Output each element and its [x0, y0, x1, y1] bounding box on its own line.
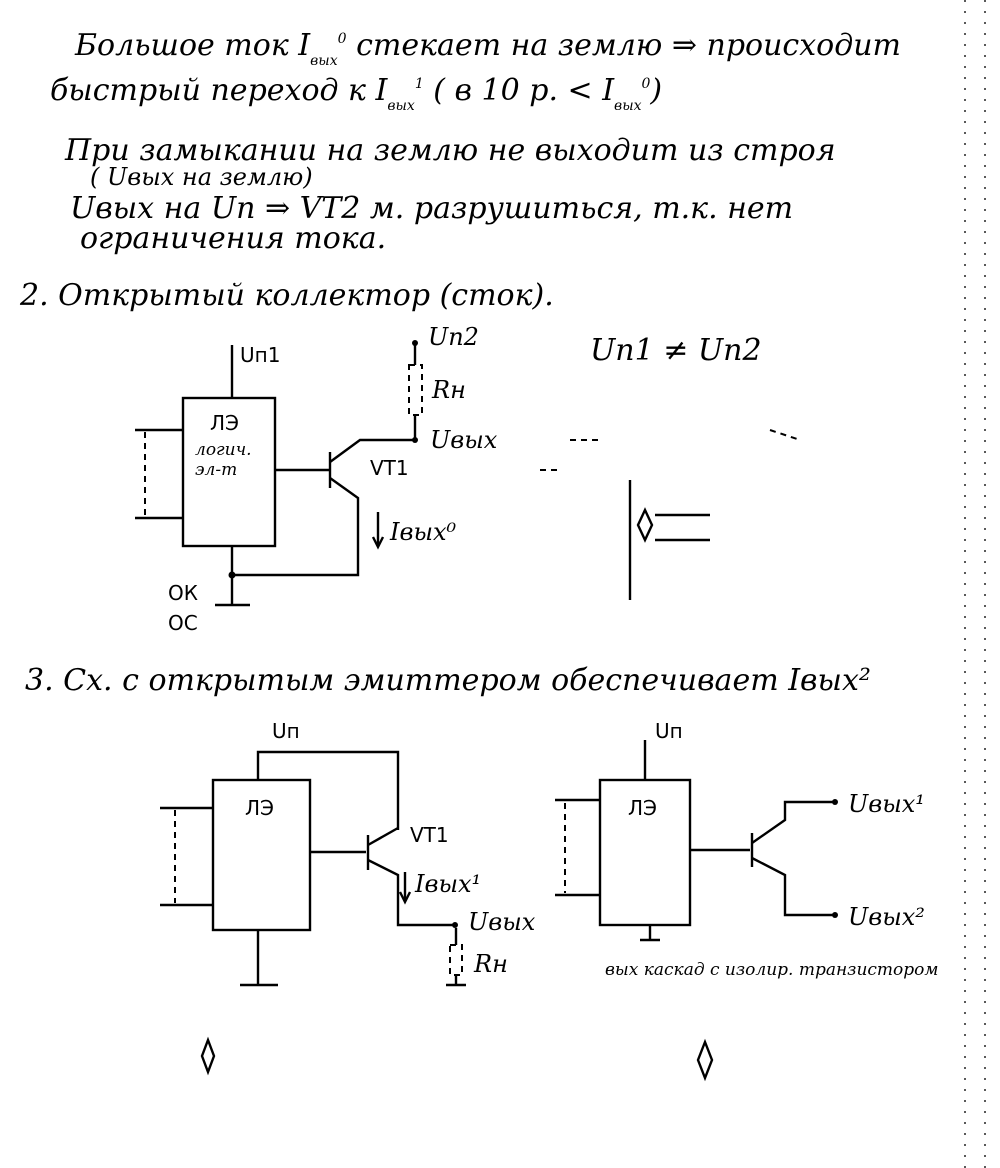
load-resistor — [449, 944, 463, 976]
supply-label: Uп — [655, 719, 683, 743]
transistor-label: VT1 — [370, 456, 409, 480]
note-line-4: ( Uвых на землю) — [90, 163, 313, 191]
output-1-label: Uвых¹ — [848, 790, 925, 818]
diamond-symbol — [696, 1038, 714, 1082]
section-2-heading: 2. Открытый коллектор (сток). — [19, 278, 554, 313]
faint-sketch — [540, 429, 801, 600]
current-label: Iвых¹ — [414, 870, 481, 898]
notebook-grid — [964, 0, 986, 1168]
note-line-1: Большое ток Iвых0 стекает на землю ⇒ про… — [74, 28, 901, 69]
note-line-2: быстрый переход к Iвых1 ( в 10 р. < Iвых… — [50, 73, 662, 114]
logic-element-sublabel: логич. — [195, 440, 252, 460]
load-resistor — [408, 364, 423, 416]
oc-label: ОС — [168, 611, 198, 635]
note-line-3: При замыкании на землю не выходит из стр… — [64, 133, 836, 168]
note-line-6: ограничения тока. — [80, 221, 386, 256]
transistor-label: VT1 — [410, 823, 449, 847]
diamond-symbol — [200, 1036, 216, 1076]
supply-label-1: Uп1 — [240, 343, 280, 367]
logic-element-label: ЛЭ — [245, 796, 274, 820]
logic-element-sublabel-2: эл-т — [195, 460, 237, 480]
isolated-output-circuit: Uп ЛЭ Uвых¹ Uвых² вых каскад с изолир. т… — [555, 719, 939, 1082]
supply-label-2: Uп2 — [428, 323, 479, 351]
supply-inequality: Uп1 ≠ Uп2 — [590, 333, 762, 368]
resistor-label: Rн — [473, 950, 508, 978]
open-collector-circuit: Uп1 ЛЭ логич. эл-т VT1 ОК ОС Uп2 Rн Uвых… — [135, 323, 498, 635]
logic-element-label: ЛЭ — [210, 411, 239, 435]
open-emitter-circuit: Uп ЛЭ VT1 Iвых¹ Uвых Rн — [160, 719, 536, 1076]
section-3-heading: 3. Сх. с открытым эмиттером обеспечивает… — [25, 663, 871, 698]
diamond-symbol — [636, 507, 654, 543]
logic-element-label: ЛЭ — [628, 796, 657, 820]
logic-element-box — [181, 396, 277, 548]
output-2-label: Uвых² — [848, 903, 925, 931]
output-label: Uвых — [468, 908, 536, 936]
resistor-label: Rн — [431, 376, 466, 404]
supply-label: Uп — [272, 719, 300, 743]
current-label: Iвых⁰ — [389, 518, 457, 546]
ok-label: ОК — [168, 581, 198, 605]
output-stage-caption: вых каскад с изолир. транзистором — [605, 960, 939, 980]
output-label: Uвых — [430, 426, 498, 454]
note-line-5: Uвых на Uп ⇒ VT2 м. разрушиться, т.к. не… — [70, 191, 793, 226]
